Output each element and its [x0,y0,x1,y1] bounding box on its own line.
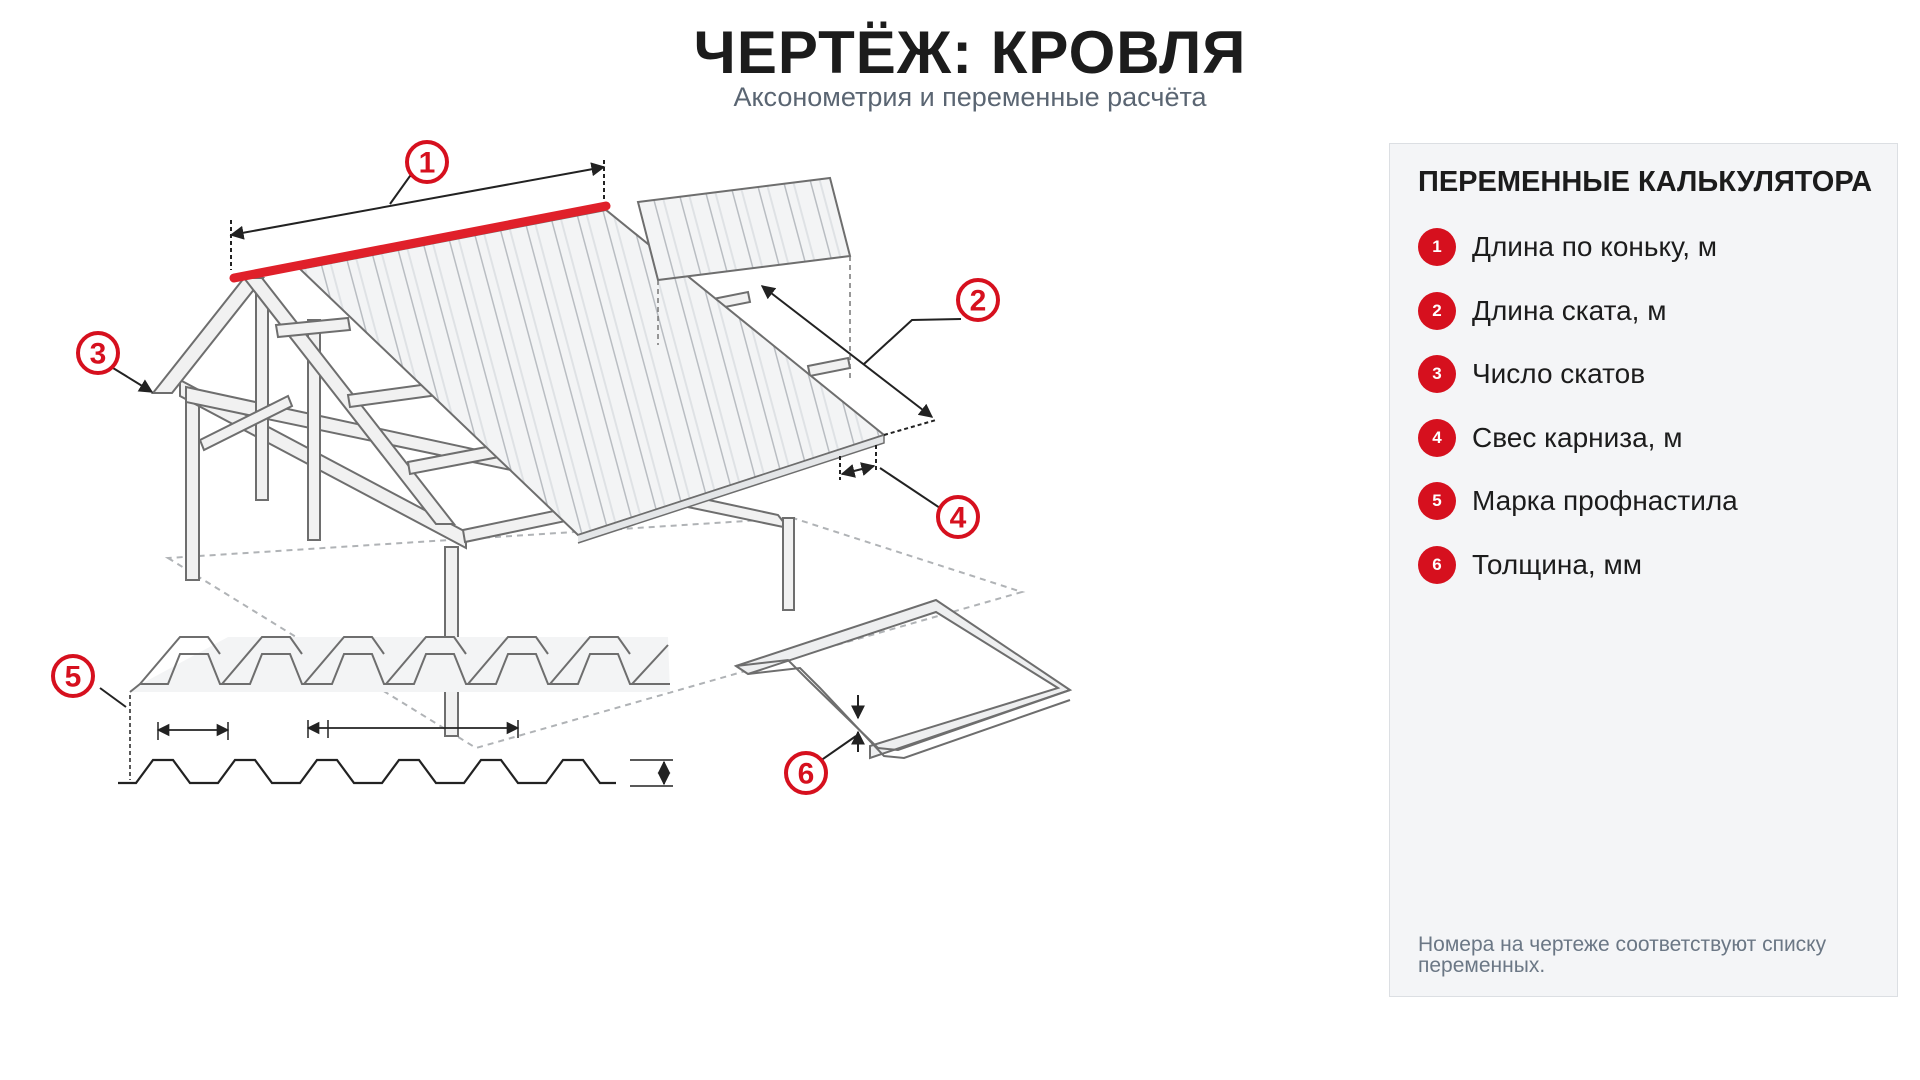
svg-text:5: 5 [65,661,82,694]
list-item: 3 Число скатов [1418,355,1738,393]
list-item: 1 Длина по коньку, м [1418,228,1738,266]
page-title: ЧЕРТЁЖ: КРОВЛЯ [693,19,1247,86]
svg-text:1: 1 [419,147,436,180]
variable-label: Свес карниза, м [1472,421,1683,453]
callout-6: 6 [784,751,828,795]
variables-panel: ПЕРЕМЕННЫЕ КАЛЬКУЛЯТОРА 1 Длина по коньк… [1389,143,1898,997]
variable-label: Марка профнастила [1472,485,1738,516]
variable-label: Число скатов [1472,358,1646,389]
list-item: 5 Марка профнастила [1418,482,1738,520]
callout-5: 5 [51,654,95,698]
number-badge: 6 [1418,545,1456,584]
variable-label: Длина ската, м [1472,294,1667,326]
dimension-eave-overhang [839,445,944,511]
number-badge: 5 [1418,482,1456,520]
variables-list: 1 Длина по коньку, м 2 Длина ската, м 3 … [1418,228,1738,609]
dimension-slopes-count [112,367,154,393]
list-item: 2 Длина ската, м [1418,291,1738,330]
variable-label: Толщина, мм [1472,548,1642,580]
svg-text:4: 4 [950,502,967,535]
panel-title: ПЕРЕМЕННЫЕ КАЛЬКУЛЯТОРА [1418,166,1873,198]
profile-cross-section [99,687,673,787]
svg-text:6: 6 [798,758,815,791]
ground-outline [164,516,1026,750]
thickness-detail [733,598,1073,769]
panel-note: Номера на чертеже соответствуют списку п… [1418,933,1827,977]
callout-1: 1 [405,140,449,184]
svg-text:3: 3 [90,338,107,371]
list-item: 4 Свес карниза, м [1418,418,1738,457]
profile-sheet-3d [129,636,670,693]
number-badge: 3 [1418,355,1456,393]
list-item: 6 Толщина, мм [1418,545,1738,584]
loose-sheet [636,176,852,380]
callout-2: 2 [956,278,1000,322]
callout-4: 4 [936,495,980,539]
number-badge: 2 [1418,291,1456,330]
svg-text:2: 2 [970,285,987,318]
roof-drawing: 1 2 3 4 5 6 [51,140,1073,795]
number-badge: 4 [1418,418,1456,457]
number-badge: 1 [1418,228,1456,266]
page-subtitle: Аксонометрия и переменные расчёта [733,82,1207,112]
callout-3: 3 [76,331,120,375]
dimension-slope-length [760,285,962,436]
variable-label: Длина по коньку, м [1472,231,1718,262]
